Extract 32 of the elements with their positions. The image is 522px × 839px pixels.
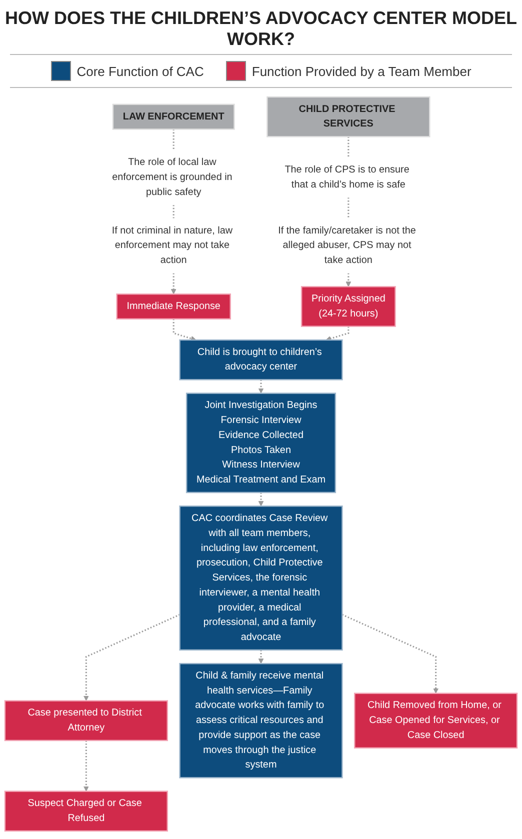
node-box: LAW ENFORCEMENT	[112, 104, 235, 130]
connector	[348, 197, 350, 218]
node-box: Immediate Response	[116, 293, 231, 320]
node-box: Child & family receive mental health services—Family advocate works with family to assess critical resources and provide support as the case moves through the justice system	[179, 662, 343, 778]
node-text: If not criminal in nature, law enforcement may not take action	[112, 225, 233, 266]
arrow	[83, 614, 180, 702]
arrow	[258, 492, 264, 506]
node-text: If the family/caretaker is not the alleged abuser, CPS may not take action	[278, 225, 416, 266]
arrow	[346, 273, 352, 287]
legend-label: Core Function of CAC	[76, 64, 204, 78]
arrow	[342, 614, 439, 694]
node-text: The role of CPS is to ensure that a child’s home is safe	[284, 164, 410, 190]
arrow	[258, 380, 264, 394]
node-text: The role of local law enforcement is grounded in public safety	[112, 157, 232, 198]
node-box: CHILD PROTECTIVE SERVICES	[266, 96, 430, 138]
node-box: Suspect Charged or Case Refused	[4, 790, 168, 832]
node-box: Child Removed from Home, or Case Opened for Services, or Case Closed	[354, 692, 518, 749]
arrow	[326, 326, 350, 342]
node-box: CAC coordinates Case Review with all team members, including law enforcement, prosecution, Child Protective Services, the forensic interviewer, a mental health provider, a medical professional, and a family advocate	[179, 506, 343, 651]
legend-label: Function Provided by a Team Member	[252, 64, 472, 78]
arrow	[83, 740, 89, 792]
node-box: Case presented to District Attorney	[4, 700, 168, 742]
connector	[348, 136, 350, 158]
node-box: Joint Investigation Begins Forensic Interview Evidence Collected Photos Taken Witness Interview Medical Treatment and Exam	[186, 392, 336, 494]
arrow	[170, 273, 176, 294]
arrow	[172, 318, 196, 342]
node-box: Child is brought to children’s advocacy center	[179, 339, 343, 380]
arrow	[258, 650, 264, 664]
node-box: Priority Assigned (24-72 hours)	[300, 286, 396, 327]
title: HOW DOES THE CHILDREN’S ADVOCACY CENTER MODEL WORK?	[4, 7, 518, 51]
connector	[172, 129, 174, 150]
connector	[172, 204, 174, 218]
